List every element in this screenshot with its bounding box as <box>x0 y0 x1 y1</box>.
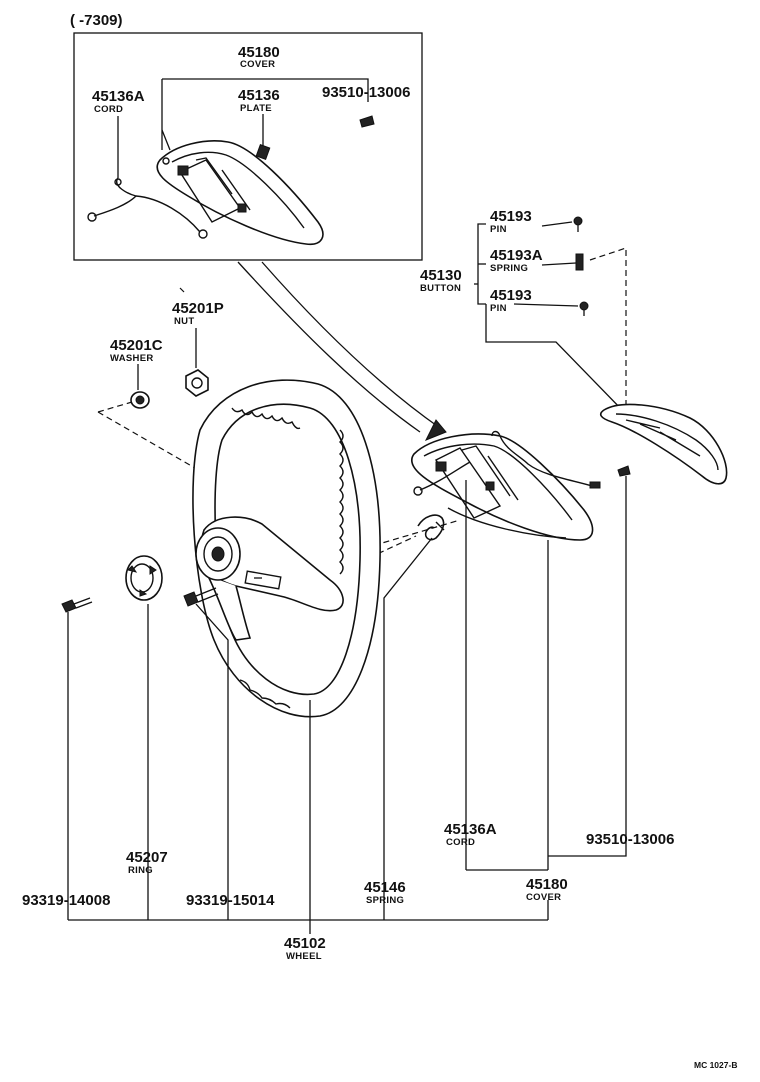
inset-horn-cover <box>156 140 324 246</box>
spring-45193A-part <box>575 253 584 271</box>
label-45136-top-name: PLATE <box>240 103 272 114</box>
label-45180-bot-name: COVER <box>526 892 561 903</box>
inset-cord <box>87 177 208 239</box>
bolt-93319-15014-part <box>183 587 219 607</box>
label-45193A-number: 45193A <box>490 247 543 264</box>
horn-button-pad <box>599 403 728 485</box>
label-93319-14008-number: 93319-14008 <box>22 892 110 909</box>
label-45193-a-name: PIN <box>490 224 507 235</box>
pin-93510-bottom-part <box>617 465 631 477</box>
label-45207-name: RING <box>128 865 153 876</box>
label-93319-15014-number: 93319-15014 <box>186 892 275 909</box>
inset-box: ( -7309) <box>70 12 423 261</box>
label-45201P-number: 45201P <box>172 300 224 317</box>
pin-45193-a-part <box>573 216 583 232</box>
bottom-leaders <box>67 476 627 934</box>
nut-45201P-part <box>185 328 209 397</box>
label-45102-name: WHEEL <box>286 951 322 962</box>
label-45130-name: BUTTON <box>420 283 461 294</box>
label-45136A-top-number: 45136A <box>92 88 145 105</box>
label-45130-number: 45130 <box>420 267 462 284</box>
label-45102-number: 45102 <box>284 935 326 952</box>
inset-label: ( -7309) <box>70 12 123 29</box>
pin-45193-b-part <box>579 301 589 316</box>
inset-plate-screw <box>255 144 271 160</box>
label-45136A-bot-name: CORD <box>446 837 475 848</box>
spring-45146-part <box>417 514 445 541</box>
inset-pin-93510 <box>359 115 375 128</box>
label-45136-top-number: 45136 <box>238 87 280 104</box>
label-45180-top-name: COVER <box>240 59 275 70</box>
label-45201P-name: NUT <box>174 316 194 327</box>
label-45180-bot-number: 45180 <box>526 876 568 893</box>
label-45193-b-number: 45193 <box>490 287 532 304</box>
footer-reference: MC 1027-B <box>694 1060 737 1070</box>
label-45193A-name: SPRING <box>490 263 528 274</box>
washer-45201C-part <box>130 364 150 409</box>
label-45193-b-name: PIN <box>490 303 507 314</box>
inset-arrow <box>237 261 447 441</box>
bolt-93319-14008-part <box>61 597 93 613</box>
main-horn-cover <box>411 433 594 541</box>
label-45180-top-number: 45180 <box>238 44 280 61</box>
label-45201C-name: WASHER <box>110 353 154 364</box>
main-cord <box>413 430 601 496</box>
label-45146-name: SPRING <box>366 895 404 906</box>
label-45136A-top-name: CORD <box>94 104 123 115</box>
label-93510-bot-number: 93510-13006 <box>586 831 674 848</box>
label-45193-a-number: 45193 <box>490 208 532 225</box>
label-45207-number: 45207 <box>126 849 168 866</box>
label-45136A-bot-number: 45136A <box>444 821 497 838</box>
label-45146-number: 45146 <box>364 879 406 896</box>
ring-45207-part <box>125 555 163 601</box>
label-93510-top-number: 93510-13006 <box>322 84 410 101</box>
inset-leaders <box>117 78 369 178</box>
label-45201C-number: 45201C <box>110 337 163 354</box>
button-bracket <box>474 221 627 415</box>
steering-wheel-part <box>192 379 381 718</box>
